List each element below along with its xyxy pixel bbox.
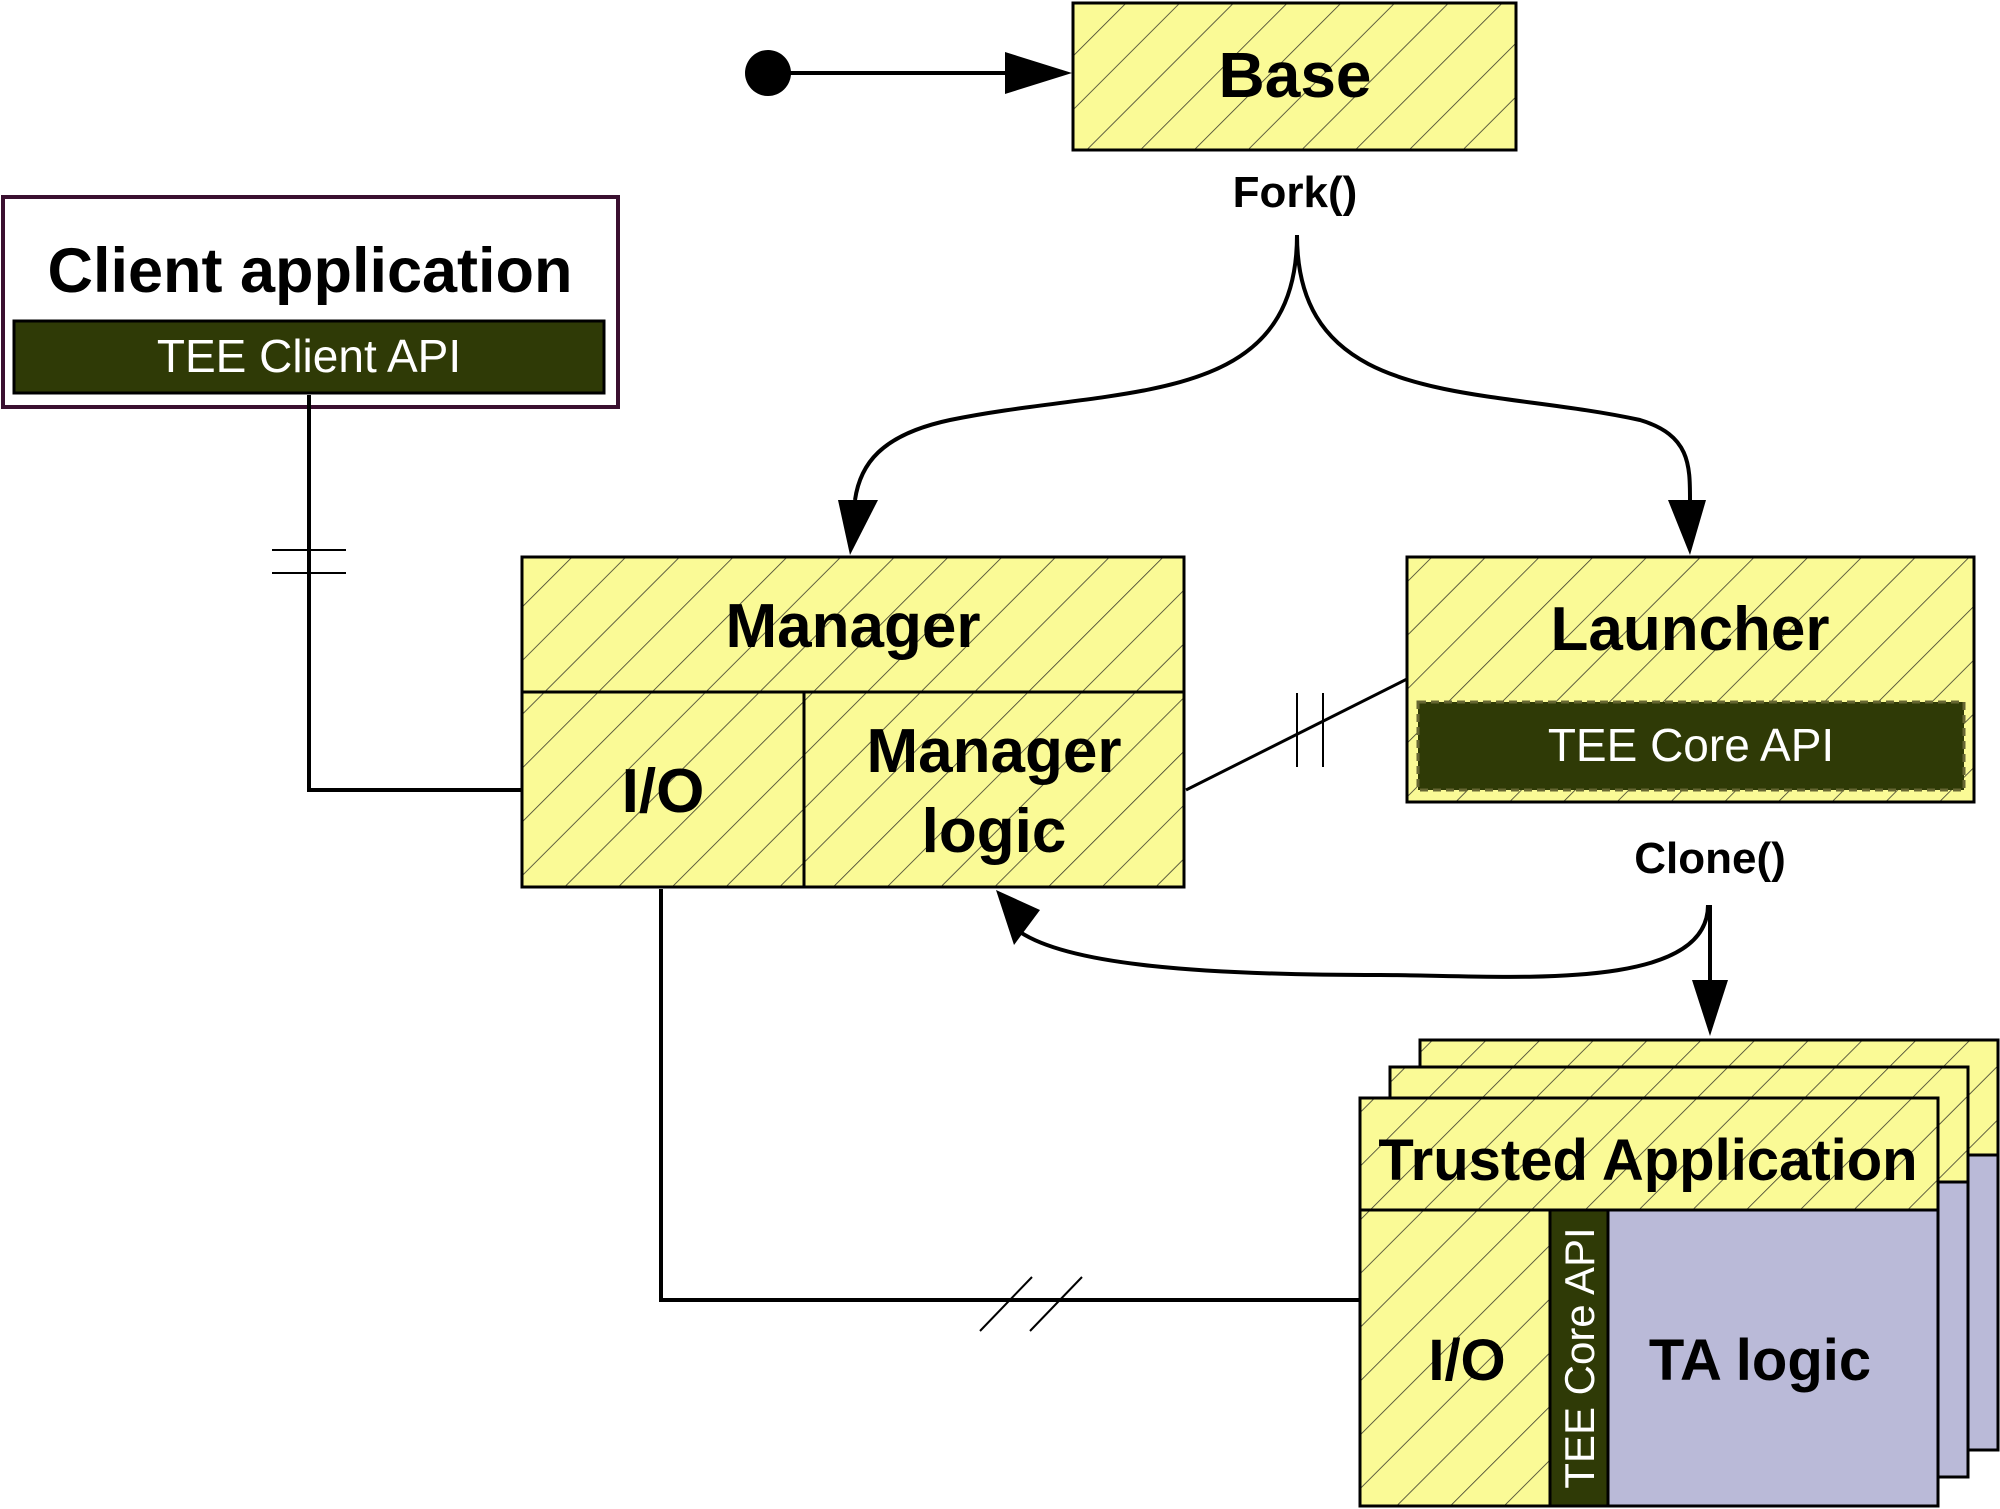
ta-io-cell (1358, 1208, 1552, 1508)
ta-tee-core-api-label: TEE Core API (1556, 1227, 1603, 1488)
start-node (745, 50, 791, 96)
ta-break-mark-2 (1029, 1276, 1083, 1332)
fork-arrowhead-launcher (1668, 500, 1706, 555)
manager-io-cell (520, 690, 806, 889)
tee-client-api-label: TEE Client API (157, 330, 461, 382)
ta-logic-label: TA logic (1649, 1328, 1871, 1393)
ta-break-mark-1 (979, 1276, 1033, 1332)
start-arrowhead (1005, 52, 1072, 94)
manager-logic-cell (802, 690, 1186, 889)
manager-logic-line2: logic (922, 797, 1067, 866)
ta-logic-cell (1606, 1208, 1940, 1508)
trusted-application-stack: Trusted Application I/O TEE Core API TA … (1358, 1038, 2000, 1508)
fork-arrowhead-manager (838, 500, 878, 555)
ta-tee-core-api-bar (1548, 1208, 1610, 1508)
client-to-manager-line (307, 395, 522, 792)
clone-arrowhead-manager (996, 890, 1040, 945)
clone-arrowhead-ta (1692, 980, 1728, 1036)
clone-curve-to-manager (1018, 904, 1710, 979)
launcher-tee-core-api-label: TEE Core API (1548, 719, 1834, 771)
base-box: Base (1071, 1, 1518, 152)
launcher-box: Launcher TEE Core API (1405, 555, 1976, 804)
manager-io-label: I/O (622, 757, 705, 826)
ta-title: Trusted Application (1378, 1128, 1917, 1193)
manager-to-ta-line (659, 889, 1360, 1302)
base-title: Base (1219, 39, 1372, 111)
manager-box: Manager I/O Manager logic (520, 555, 1186, 889)
ta-layer-front: Trusted Application I/O TEE Core API TA … (1358, 1096, 1940, 1508)
launcher-title: Launcher (1550, 595, 1829, 664)
ta-io-label: I/O (1428, 1328, 1505, 1393)
tee-client-api-bar (12, 319, 606, 395)
client-title: Client application (47, 236, 572, 306)
client-application-box: Client application TEE Client API (1, 195, 620, 409)
manager-title: Manager (726, 592, 981, 661)
fork-curve-to-launcher (1295, 234, 1692, 501)
fork-curve-to-manager (853, 234, 1299, 501)
manager-logic-line1: Manager (867, 717, 1122, 786)
launcher-tee-core-api-bar (1416, 700, 1966, 792)
clone-label: Clone() (1634, 834, 1786, 883)
fork-label: Fork() (1233, 168, 1358, 217)
